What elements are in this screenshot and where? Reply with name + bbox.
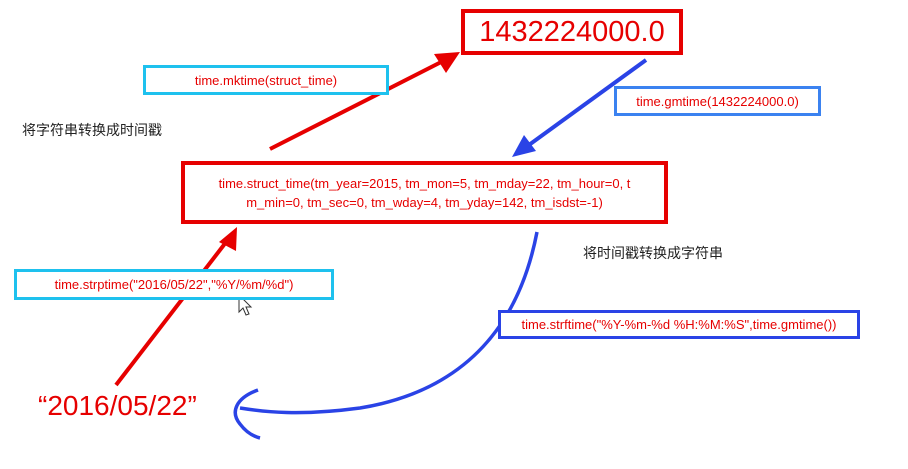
mktime-label-box: time.mktime(struct_time)	[143, 65, 389, 95]
gmtime-arrowhead	[512, 135, 536, 157]
gmtime-arrow	[520, 58, 648, 152]
struct-time-line-1: time.struct_time(tm_year=2015, tm_mon=5,…	[218, 175, 631, 191]
timestamp-text: 1432224000.0	[479, 15, 665, 48]
mktime-text: time.mktime(struct_time)	[194, 72, 338, 88]
struct-time-line-2: m_min=0, tm_sec=0, tm_wday=4, tm_yday=14…	[246, 194, 603, 210]
date-string-node: “2016/05/22”	[38, 390, 197, 421]
strftime-curve	[239, 231, 539, 415]
string-to-timestamp-label: 将字符串转换成时间戳	[22, 123, 162, 139]
strftime-label-box: time.strftime("%Y-%m-%d %H:%M:%S",time.g…	[498, 310, 860, 339]
struct-time-node: time.struct_time(tm_year=2015, tm_mon=5,…	[181, 161, 668, 224]
mktime-arrow	[269, 55, 452, 151]
strptime-arrowhead	[219, 227, 237, 251]
timestamp-node: 1432224000.0	[461, 9, 683, 55]
strftime-text: time.strftime("%Y-%m-%d %H:%M:%S",time.g…	[521, 317, 837, 332]
mktime-arrowhead	[434, 52, 460, 73]
mouse-pointer-icon	[238, 293, 253, 316]
strptime-text: time.strptime("2016/05/22","%Y/%m/%d")	[54, 277, 294, 292]
gmtime-text: time.gmtime(1432224000.0)	[636, 93, 799, 109]
gmtime-label-box: time.gmtime(1432224000.0)	[614, 86, 821, 116]
strptime-arrow	[114, 235, 232, 387]
strptime-label-box: time.strptime("2016/05/22","%Y/%m/%d")	[14, 269, 334, 300]
strftime-arrowhead	[233, 388, 261, 440]
timestamp-to-string-label: 将时间戳转换成字符串	[583, 246, 723, 262]
